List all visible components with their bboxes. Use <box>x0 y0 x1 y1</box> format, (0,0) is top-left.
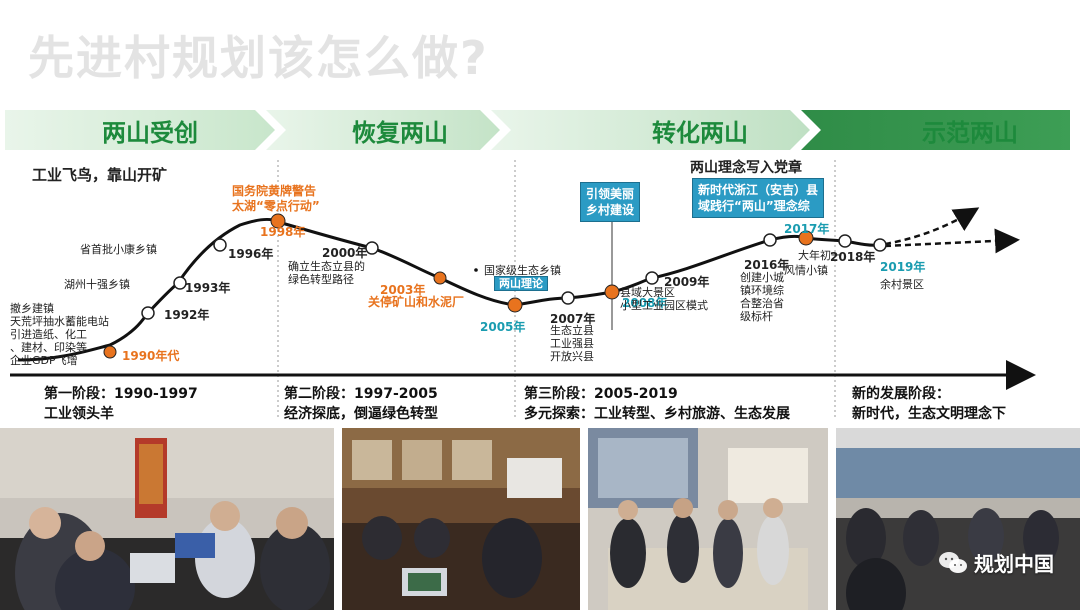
events-2007-label: 生态立县 工业强县 开放兴县 <box>550 324 594 363</box>
phase-chevron-4 <box>801 110 1070 150</box>
year-2009: 2009年 <box>664 275 710 289</box>
node-2018 <box>838 234 852 248</box>
events-2009-label: 县域大景区 小型工业园区模式 <box>620 286 708 312</box>
events-2016-label: 创建小城 镇环境综 合整治省 级标杆 <box>740 271 784 323</box>
scenic-label: 余村景区 <box>880 278 924 291</box>
node-2017 <box>798 230 814 246</box>
node-2019 <box>873 238 887 252</box>
meeting-photo-2 <box>342 428 580 610</box>
state-warning-label: 国务院黄牌警告 太湖“零点行动” <box>232 184 320 213</box>
year-2000: 2000年 <box>322 246 368 260</box>
phase-label-3: 转化两山 <box>652 118 748 147</box>
year-2019: 2019年 <box>880 260 926 274</box>
events-1990-label: 撤乡建镇 天荒坪抽水蓄能电站 引进造纸、化工 、建材、印染等 企业GDP飞增 <box>10 302 109 367</box>
phase-chevron-3 <box>491 110 810 150</box>
year-1996: 1996年 <box>228 247 274 261</box>
watermark-text: 规划中国 <box>974 552 1054 576</box>
industry-label: 工业飞鸟，靠山开矿 <box>32 166 168 184</box>
node-1990 <box>103 345 117 359</box>
new-era-box: 新时代浙江（安吉）县 域践行“两山”理念综 <box>692 178 825 218</box>
wechat-icon <box>938 550 968 576</box>
year-1993: 1993年 <box>185 281 231 295</box>
node-1993 <box>173 276 187 290</box>
node-2005 <box>507 297 523 313</box>
meeting-photo-4 <box>836 428 1080 610</box>
year-1998: 1998年 <box>260 225 306 239</box>
stage-4: 新的发展阶段：新时代，生态文明理念下 <box>852 386 1006 422</box>
node-2008 <box>604 284 620 300</box>
node-2009 <box>645 271 659 285</box>
events-2018-label-a: 大年初一 <box>798 249 842 262</box>
year-1990: 1990年代 <box>122 349 180 363</box>
meeting-photo-1 <box>0 428 334 610</box>
node-1998 <box>270 213 286 229</box>
phase-label-4: 示范两山 <box>922 118 1018 147</box>
liangshan-badge: 两山理论 <box>494 276 548 291</box>
provincial-label: 省首批小康乡镇 <box>80 243 157 256</box>
year-2007: 2007年 <box>550 312 596 326</box>
year-2016: 2016年 <box>744 258 790 272</box>
node-2007 <box>561 291 575 305</box>
watermark: 规划中国 <box>938 548 1054 577</box>
phase-label-1: 两山受创 <box>102 118 198 147</box>
node-2016 <box>763 233 777 247</box>
node-2000 <box>365 241 379 255</box>
future-arrow-up <box>884 207 980 246</box>
eco-town-label: 国家级生态乡镇 <box>484 264 561 277</box>
phase-banner <box>5 110 1070 150</box>
year-2018: 2018年 <box>830 250 876 264</box>
year-2005: 2005年 <box>480 320 526 334</box>
phase-chevron-2 <box>266 110 500 150</box>
page-title: 先进村规划该怎么做? <box>28 31 489 85</box>
events-2018-label-b: 风情小镇 <box>784 264 828 277</box>
county-path-label: 确立生态立县的 绿色转型路径 <box>288 260 365 286</box>
node-1992 <box>141 306 155 320</box>
huzhou-label: 湖州十强乡镇 <box>64 278 130 291</box>
year-2008: 2008年 <box>622 296 668 310</box>
bullet-dot <box>474 268 478 272</box>
year-2017: 2017年 <box>784 222 830 236</box>
phase-label-2: 恢复两山 <box>352 118 448 147</box>
year-2003: 2003年 <box>380 283 426 297</box>
node-1996 <box>213 238 227 252</box>
party-label: 两山理念写入党章 <box>690 160 802 176</box>
year-1992: 1992年 <box>164 308 210 322</box>
phase-chevron-1 <box>5 110 275 150</box>
beautiful-village-box: 引领美丽 乡村建设 <box>580 182 641 222</box>
shutdown-label: 关停矿山和水泥厂 <box>368 295 465 309</box>
trend-line <box>17 217 881 362</box>
meeting-photo-3 <box>588 428 828 610</box>
node-2003 <box>433 271 447 285</box>
future-arrow-flat <box>884 228 1020 254</box>
